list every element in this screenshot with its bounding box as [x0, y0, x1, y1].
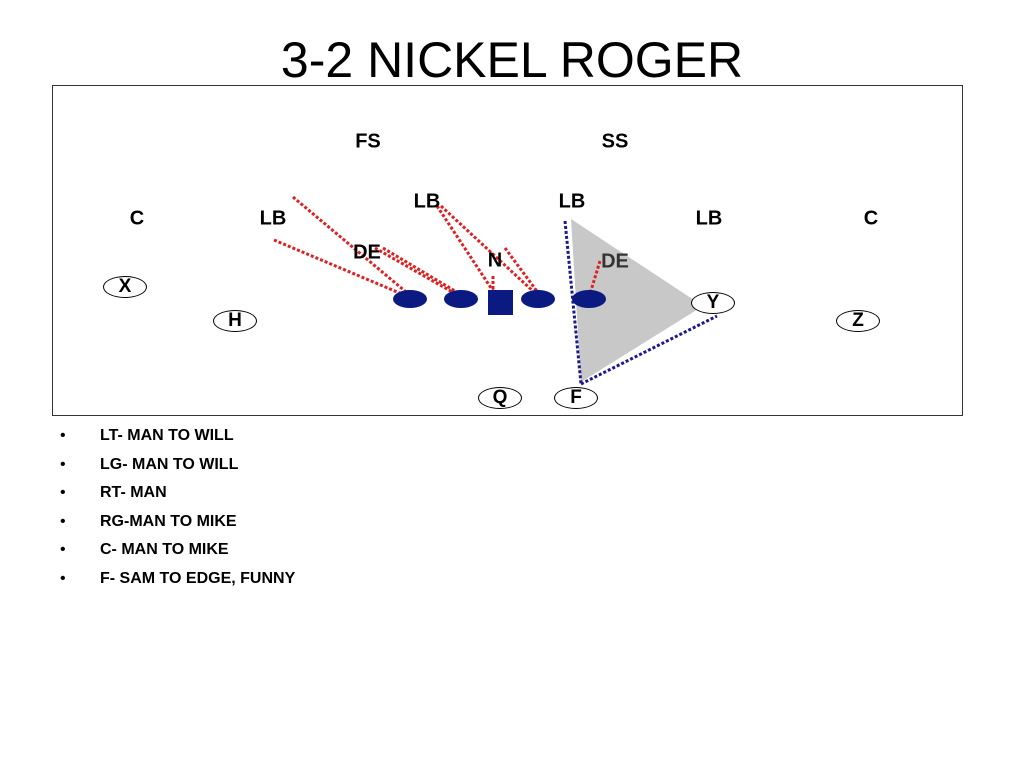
- list-item: • RG-MAN TO MIKE: [60, 510, 295, 539]
- list-item: • C- MAN TO MIKE: [60, 538, 295, 567]
- bullet: •: [60, 455, 66, 473]
- left-tackle: [393, 290, 427, 308]
- note-text: LG- MAN TO WILL: [100, 455, 239, 473]
- nose-label: N: [487, 249, 503, 272]
- linebacker-label: LB: [413, 190, 441, 213]
- page-title: 3-2 NICKEL ROGER: [280, 32, 744, 88]
- linebacker-label: LB: [695, 207, 723, 230]
- corner-label: C: [863, 207, 879, 230]
- bullet: •: [60, 541, 66, 558]
- list-item: • LT- MAN TO WILL: [60, 424, 295, 453]
- list-item: • RT- MAN: [60, 481, 295, 510]
- receiver-h: H: [213, 310, 257, 332]
- route-line: [563, 220, 583, 385]
- block-line: [273, 238, 410, 299]
- note-text: RG-MAN TO MIKE: [100, 512, 237, 530]
- bullet: •: [60, 427, 66, 444]
- note-text: F- SAM TO EDGE, FUNNY: [100, 569, 296, 587]
- list-item: • F- SAM TO EDGE, FUNNY: [60, 567, 295, 596]
- free-safety-label: FS: [355, 130, 381, 153]
- bullet: •: [60, 569, 66, 587]
- list-item: • LG- MAN TO WILL: [60, 453, 295, 482]
- left-guard: [444, 290, 478, 308]
- block-line: [439, 204, 538, 296]
- linebacker-label: LB: [558, 190, 586, 213]
- route-line: [580, 314, 718, 386]
- note-text: LT- MAN TO WILL: [100, 427, 234, 444]
- assignment-notes: • LT- MAN TO WILL • LG- MAN TO WILL • RT- M…: [60, 424, 295, 595]
- route-lines: [563, 220, 718, 386]
- block-line: [292, 195, 413, 299]
- quarterback-q: Q: [478, 387, 522, 409]
- fullback-f: F: [554, 387, 598, 409]
- play-diagram: FS SS LB LB C LB LB C DE N DE X H Y Z Q …: [52, 85, 963, 416]
- receiver-z: Z: [836, 310, 880, 332]
- strong-safety-label: SS: [601, 130, 629, 153]
- block-line: [374, 246, 462, 299]
- bullet: •: [60, 484, 66, 501]
- right-tackle: [572, 290, 606, 308]
- blocking-lines: [273, 195, 602, 299]
- diagram-lines: [273, 195, 718, 386]
- linebacker-label: LB: [259, 207, 287, 230]
- note-text: RT- MAN: [100, 484, 167, 501]
- center: [488, 290, 513, 315]
- block-line: [503, 247, 541, 295]
- block-line: [382, 246, 466, 299]
- defensive-end-label: DE: [353, 241, 381, 264]
- bullet: •: [60, 512, 66, 530]
- note-text: C- MAN TO MIKE: [100, 541, 229, 558]
- right-guard: [521, 290, 555, 308]
- corner-label: C: [129, 207, 145, 230]
- defensive-end-label: DE: [601, 250, 629, 273]
- zone-triangle: [571, 219, 703, 382]
- tight-end-y: Y: [691, 292, 735, 314]
- offensive-line: [393, 290, 606, 315]
- receiver-x: X: [103, 276, 147, 298]
- block-line: [435, 205, 495, 292]
